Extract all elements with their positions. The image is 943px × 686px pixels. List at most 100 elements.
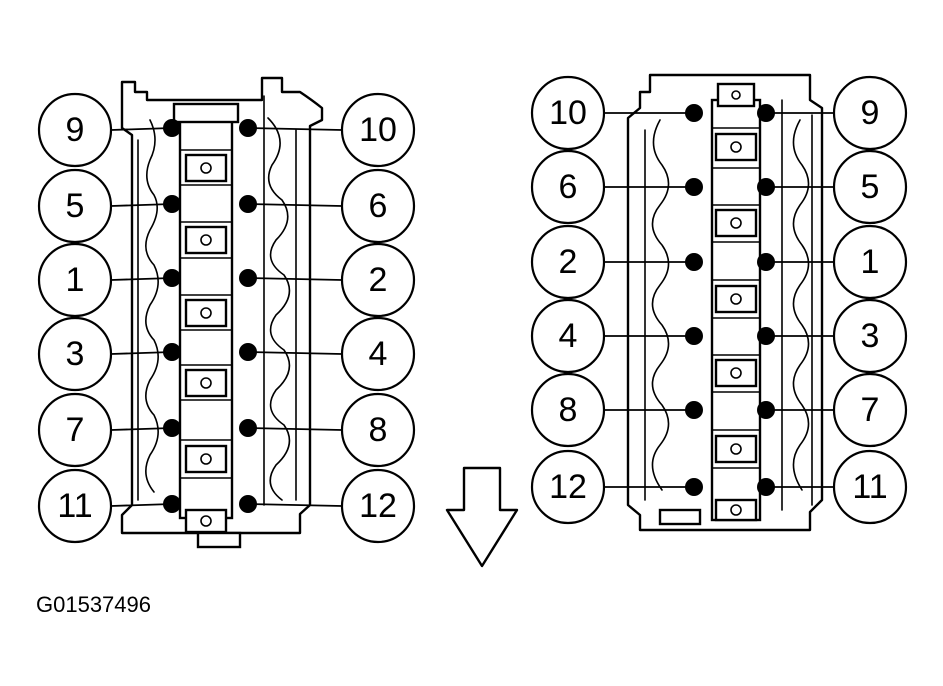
leader-line bbox=[247, 277, 343, 281]
left-head-bolt-5: 5 bbox=[37, 168, 181, 244]
callout-circle bbox=[340, 168, 416, 244]
left-head-bolt-11: 11 bbox=[37, 468, 181, 544]
left-head-bolt-9: 9 bbox=[37, 92, 181, 168]
callout-circle bbox=[37, 468, 113, 544]
bolt-head bbox=[239, 119, 257, 137]
callout-circle bbox=[530, 149, 606, 225]
callout-circle bbox=[37, 168, 113, 244]
callout-circle bbox=[832, 298, 908, 374]
bolt-head bbox=[757, 478, 775, 496]
callout-circle bbox=[832, 149, 908, 225]
callout-number: 7 bbox=[861, 391, 880, 429]
leader-line bbox=[110, 427, 173, 431]
callout-circle bbox=[832, 449, 908, 525]
leader-line bbox=[110, 503, 173, 507]
right-cylinder-head bbox=[626, 73, 824, 532]
callout-number: 6 bbox=[559, 168, 578, 206]
right-head-bolt-2: 2 bbox=[530, 224, 703, 300]
bolt-head bbox=[685, 327, 703, 345]
callout-number: 9 bbox=[66, 111, 85, 149]
callout-number: 10 bbox=[549, 94, 587, 132]
callout-number: 3 bbox=[66, 335, 85, 373]
bolt-head bbox=[757, 253, 775, 271]
callout-number: 2 bbox=[369, 261, 388, 299]
right-head-bolt-12: 12 bbox=[530, 449, 703, 525]
callout-number: 1 bbox=[66, 261, 85, 299]
callout-circle bbox=[37, 92, 113, 168]
leader-line bbox=[247, 427, 343, 431]
bolt-head bbox=[163, 495, 181, 513]
bolt-head bbox=[239, 495, 257, 513]
callout-number: 2 bbox=[559, 243, 578, 281]
arrow-down-icon bbox=[445, 466, 519, 568]
left-head-bolt-1: 1 bbox=[37, 242, 181, 318]
left-head-bolt-3: 3 bbox=[37, 316, 181, 392]
callout-number: 9 bbox=[861, 94, 880, 132]
bolt-head bbox=[163, 269, 181, 287]
right-head-bolt-4: 4 bbox=[530, 298, 703, 374]
bolt-head bbox=[685, 253, 703, 271]
bolt-head bbox=[239, 195, 257, 213]
bolt-head bbox=[239, 343, 257, 361]
right-head-bolt-5: 5 bbox=[757, 149, 908, 225]
left-head-bolt-10: 10 bbox=[239, 92, 416, 168]
callout-circle bbox=[37, 392, 113, 468]
callout-circle bbox=[832, 372, 908, 448]
callout-circle bbox=[340, 242, 416, 318]
bolt-head bbox=[757, 401, 775, 419]
left-head-bolt-6: 6 bbox=[239, 168, 416, 244]
callout-number: 4 bbox=[559, 317, 578, 355]
callout-circle bbox=[832, 224, 908, 300]
leader-line bbox=[247, 127, 343, 131]
left-head-bolt-4: 4 bbox=[239, 316, 416, 392]
figure-code: G01537496 bbox=[36, 592, 151, 617]
callout-number: 12 bbox=[549, 468, 587, 506]
right-head-bolt-10: 10 bbox=[530, 75, 703, 151]
bolt-head bbox=[757, 178, 775, 196]
callout-number: 11 bbox=[852, 468, 887, 506]
callout-number: 10 bbox=[359, 111, 397, 149]
callout-circle bbox=[530, 298, 606, 374]
bolt-head bbox=[685, 178, 703, 196]
right-head-bolt-3: 3 bbox=[757, 298, 908, 374]
callout-circle bbox=[340, 316, 416, 392]
bolt-head bbox=[685, 104, 703, 122]
right-head-bolt-6: 6 bbox=[530, 149, 703, 225]
leader-line bbox=[247, 503, 343, 507]
bolt-head bbox=[757, 327, 775, 345]
leader-line bbox=[110, 203, 173, 207]
callout-circle bbox=[530, 449, 606, 525]
callout-number: 8 bbox=[369, 411, 388, 449]
right-head-bolt-7: 7 bbox=[757, 372, 908, 448]
leader-line bbox=[247, 203, 343, 207]
callout-number: 11 bbox=[57, 487, 92, 525]
callout-number: 12 bbox=[359, 487, 397, 525]
bolt-head bbox=[239, 419, 257, 437]
right-head-bolt-8: 8 bbox=[530, 372, 703, 448]
right-head-bolt-9: 9 bbox=[757, 75, 908, 151]
callout-number: 5 bbox=[66, 187, 85, 225]
callout-circle bbox=[530, 224, 606, 300]
callout-number: 5 bbox=[861, 168, 880, 206]
callout-number: 1 bbox=[861, 243, 880, 281]
bolt-head bbox=[163, 343, 181, 361]
leader-line bbox=[110, 351, 173, 355]
callout-circle bbox=[530, 372, 606, 448]
left-cylinder-head bbox=[120, 76, 324, 549]
left-head-bolt-12: 12 bbox=[239, 468, 416, 544]
bolt-head bbox=[163, 119, 181, 137]
callout-circle bbox=[832, 75, 908, 151]
callout-circle bbox=[340, 392, 416, 468]
left-head-bolt-2: 2 bbox=[239, 242, 416, 318]
leader-line bbox=[247, 351, 343, 355]
callout-circle bbox=[340, 468, 416, 544]
bolt-head bbox=[163, 195, 181, 213]
right-head-bolt-1: 1 bbox=[757, 224, 908, 300]
callout-circle bbox=[37, 316, 113, 392]
callout-number: 4 bbox=[369, 335, 388, 373]
bolt-head bbox=[757, 104, 775, 122]
right-head-bolt-11: 11 bbox=[757, 449, 908, 525]
bolt-head bbox=[685, 478, 703, 496]
